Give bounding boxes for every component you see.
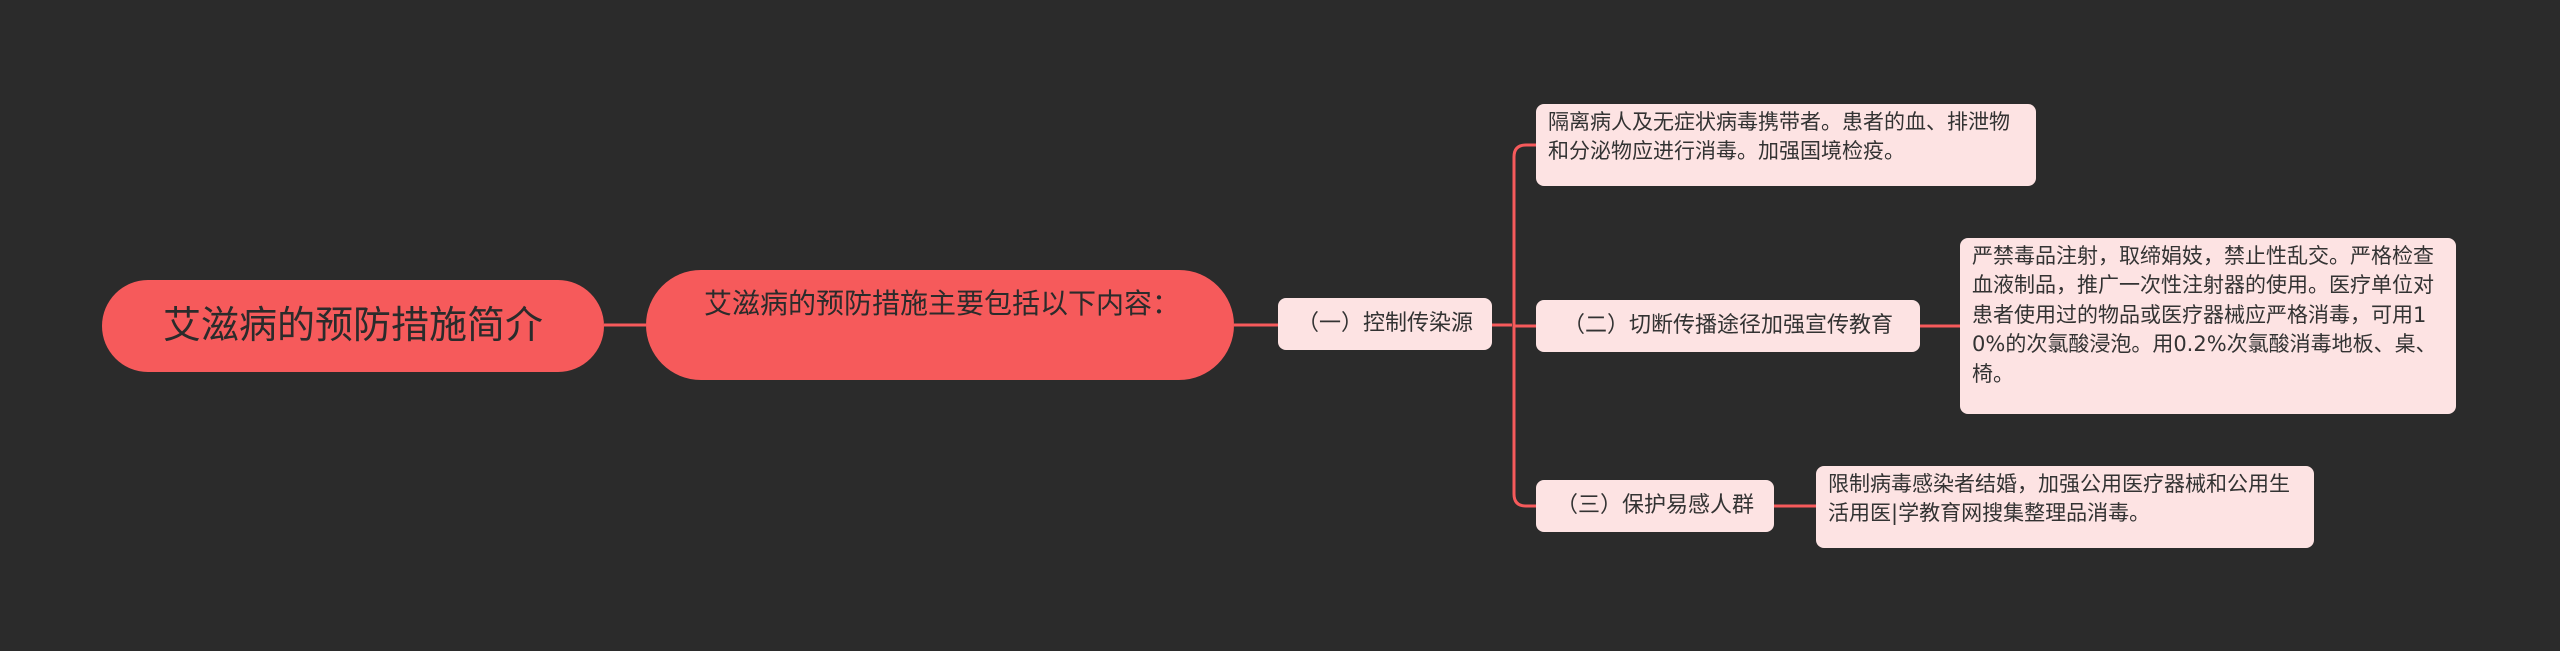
leaf-node-label: （二）切断传播途径加强宣传教育: [1562, 312, 1893, 338]
branch-node-label: （一）控制传染源: [1296, 310, 1473, 336]
leaf-node-isolation[interactable]: 隔离病人及无症状病毒携带者。患者的血、排泄物和分泌物应进行消毒。加强国境检疫。: [1536, 104, 2036, 186]
summary-node[interactable]: 艾滋病的预防措施主要包括以下内容：: [646, 270, 1234, 380]
leaf-node-text: 严禁毒品注射，取缔娟妓，禁止性乱交。严格检查血液制品，推广一次性注射器的使用。医…: [1972, 244, 2437, 386]
root-node[interactable]: 艾滋病的预防措施简介: [102, 280, 604, 372]
leaf-node-text: 限制病毒感染者结婚，加强公用医疗器械和公用生活用医|学教育网搜集整理品消毒。: [1828, 472, 2290, 526]
summary-node-label: 艾滋病的预防措施主要包括以下内容：: [704, 287, 1181, 320]
branch-node-control-source[interactable]: （一）控制传染源: [1278, 298, 1492, 350]
leaf-node-protect-susceptible[interactable]: （三）保护易感人群: [1536, 480, 1774, 532]
leaf-node-label: （三）保护易感人群: [1555, 492, 1754, 518]
leaf-node-text: 隔离病人及无症状病毒携带者。患者的血、排泄物和分泌物应进行消毒。加强国境检疫。: [1548, 110, 2010, 164]
root-node-label: 艾滋病的预防措施简介: [162, 303, 543, 348]
leaf-node-protect-susceptible-detail[interactable]: 限制病毒感染者结婚，加强公用医疗器械和公用生活用医|学教育网搜集整理品消毒。: [1816, 466, 2314, 548]
leaf-node-cut-transmission-detail[interactable]: 严禁毒品注射，取缔娟妓，禁止性乱交。严格检查血液制品，推广一次性注射器的使用。医…: [1960, 238, 2456, 414]
leaf-node-cut-transmission[interactable]: （二）切断传播途径加强宣传教育: [1536, 300, 1920, 352]
